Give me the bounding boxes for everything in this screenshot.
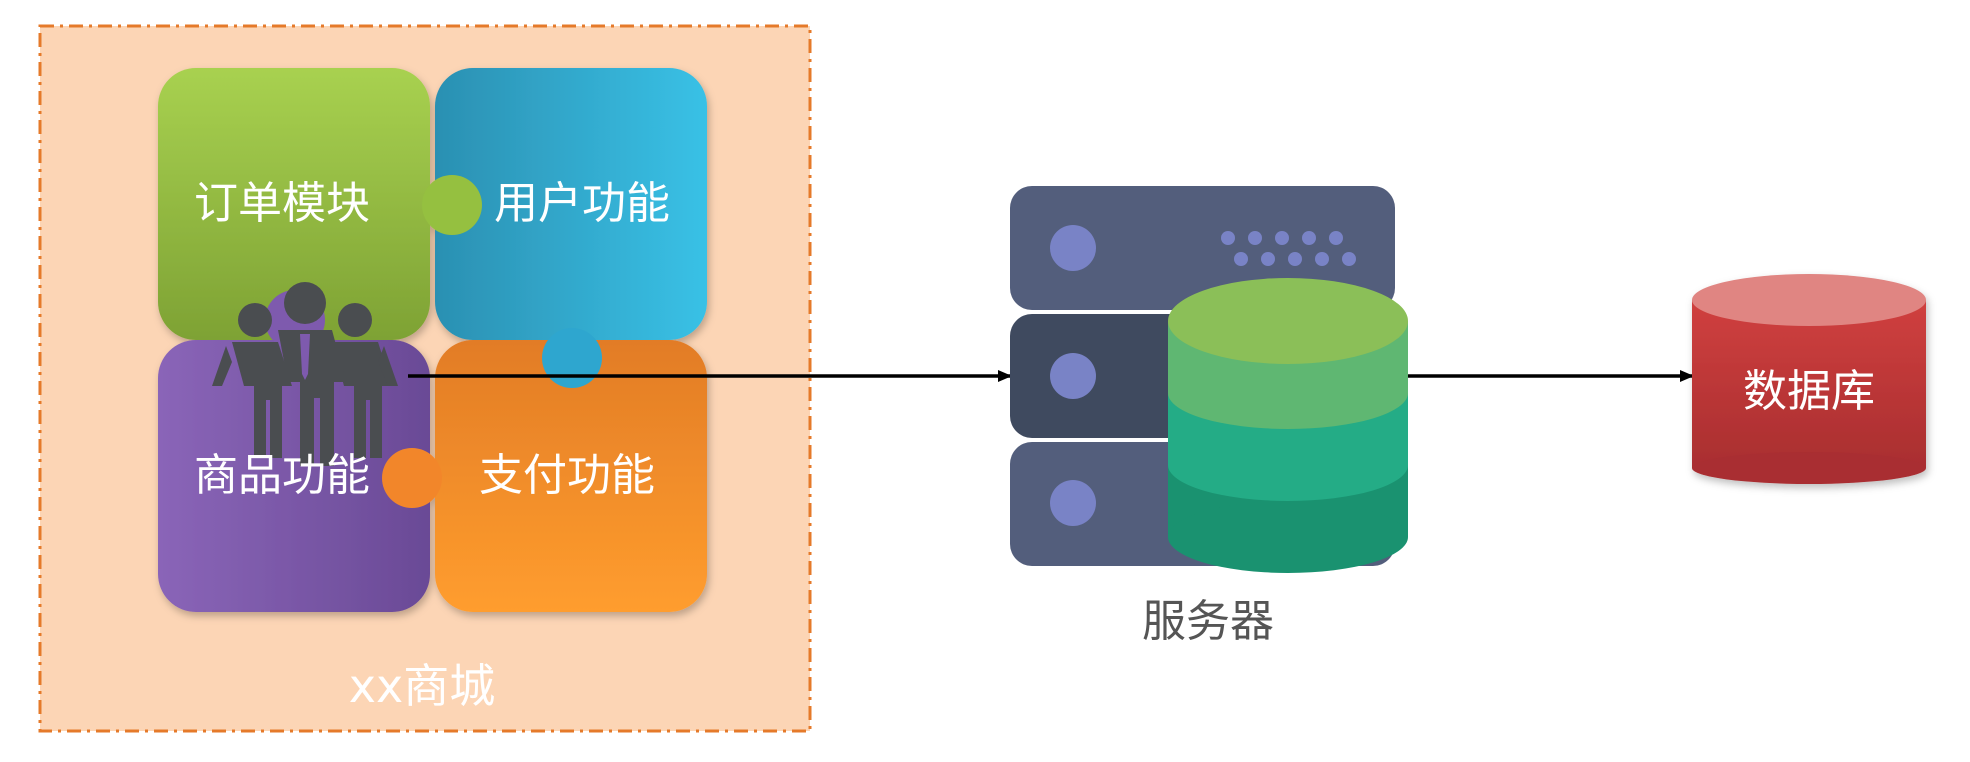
database-icon xyxy=(1692,274,1926,484)
users-group-icon xyxy=(212,282,398,466)
payment-module-label: 支付功能 xyxy=(479,450,655,501)
product-module-label: 商品功能 xyxy=(194,450,370,501)
server-vent-dots xyxy=(1221,231,1356,266)
server-label: 服务器 xyxy=(1142,596,1274,647)
user-module-label: 用户功能 xyxy=(494,178,670,229)
order-tile xyxy=(158,68,430,340)
server-led xyxy=(1050,480,1096,526)
database-label: 数据库 xyxy=(1743,366,1875,417)
user-tile xyxy=(435,68,707,340)
disk-stack-icon xyxy=(1168,278,1408,573)
module-tiles xyxy=(158,68,707,612)
payment-knob xyxy=(382,448,442,508)
server-led xyxy=(1050,225,1096,271)
order-module-label: 订单模块 xyxy=(194,178,370,229)
payment-tile xyxy=(435,340,707,612)
server-led xyxy=(1050,353,1096,399)
order-knob xyxy=(422,175,482,235)
app-group-label: xx商城 xyxy=(349,659,495,713)
user-knob xyxy=(542,328,602,388)
